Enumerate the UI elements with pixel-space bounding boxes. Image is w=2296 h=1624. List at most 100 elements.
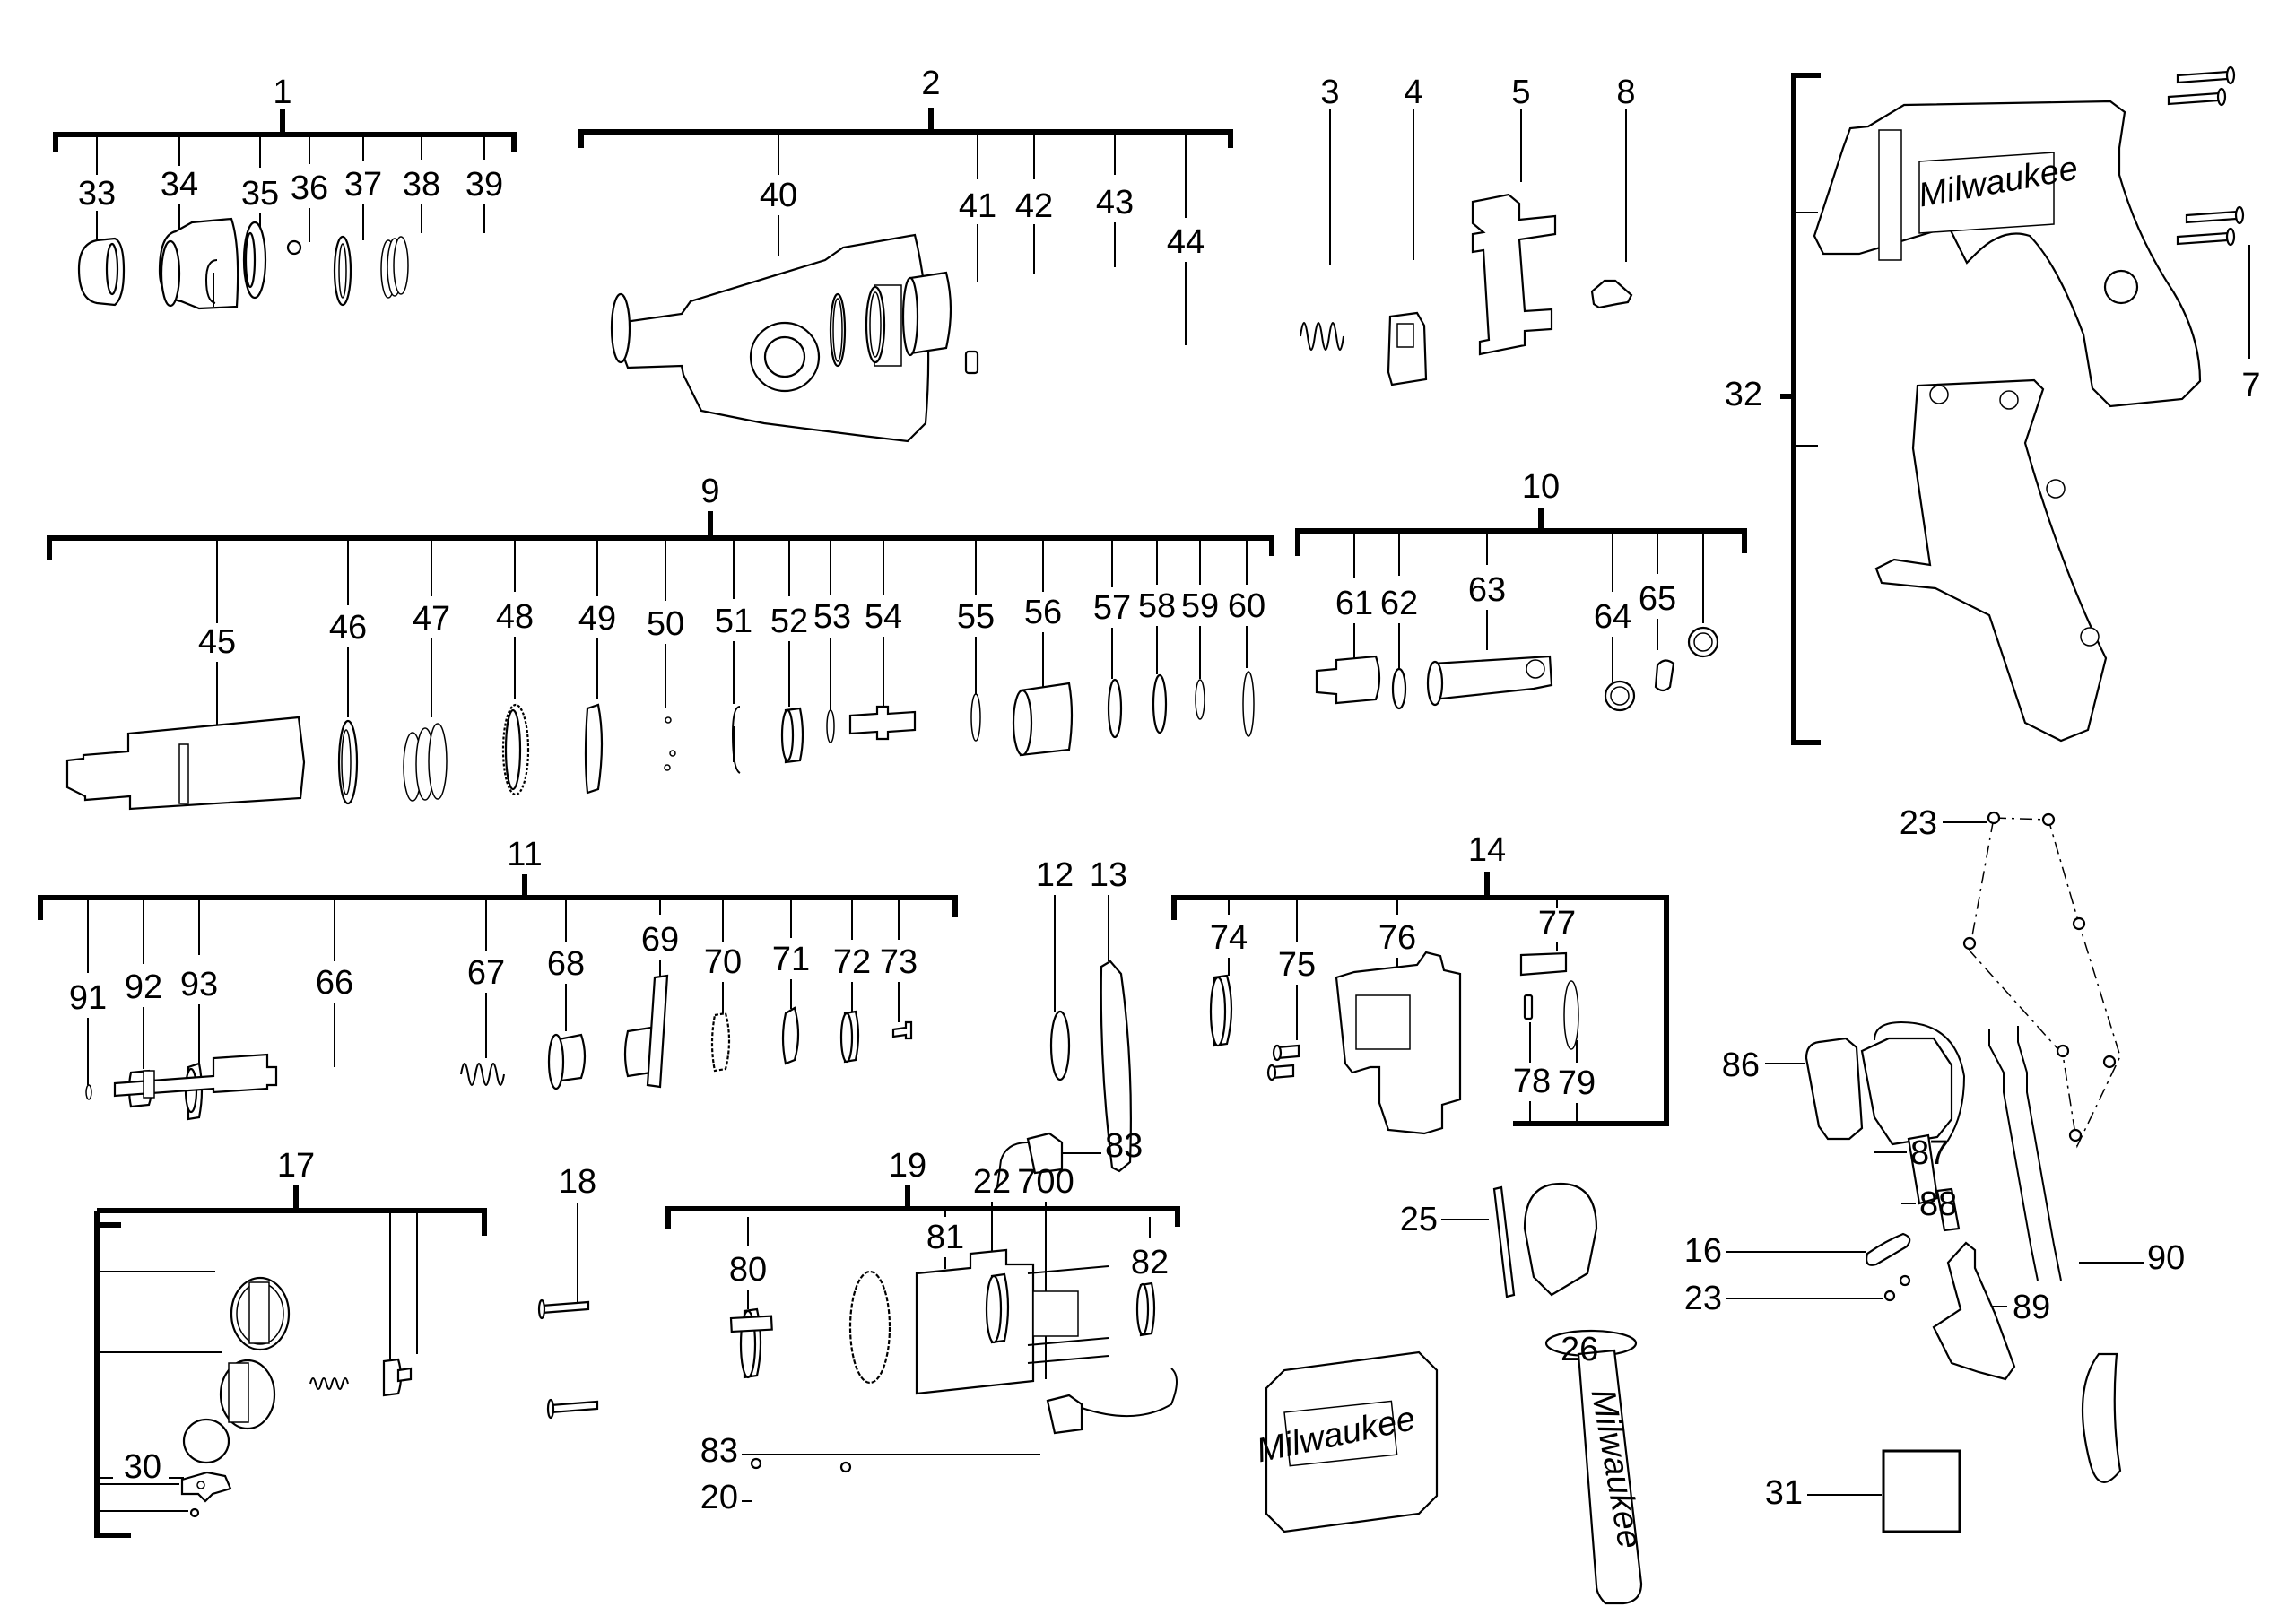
label-part-70[interactable]: 70 bbox=[704, 943, 742, 981]
part-56-sleeve[interactable] bbox=[1012, 682, 1074, 757]
part-88-sleeve[interactable] bbox=[1935, 1187, 1961, 1232]
part-17-screw[interactable] bbox=[189, 1507, 200, 1518]
part-8-latch[interactable] bbox=[1590, 279, 1633, 309]
part-47-spring[interactable] bbox=[403, 723, 448, 802]
label-part-74[interactable]: 74 bbox=[1210, 919, 1248, 957]
label-part-4[interactable]: 4 bbox=[1404, 74, 1422, 111]
label-part-68[interactable]: 68 bbox=[547, 945, 585, 983]
part-82-bearing[interactable] bbox=[1135, 1281, 1156, 1337]
part-20-screws[interactable] bbox=[750, 1457, 852, 1473]
part-74-bearing[interactable] bbox=[1209, 974, 1233, 1047]
part-69-wobble-bearing[interactable] bbox=[623, 974, 669, 1089]
label-part-49[interactable]: 49 bbox=[578, 600, 616, 638]
part-38-ring[interactable] bbox=[333, 235, 352, 307]
label-part-39[interactable]: 39 bbox=[465, 166, 503, 204]
part-32-housing-bottom[interactable] bbox=[1874, 378, 2108, 743]
label-part-8[interactable]: 8 bbox=[1616, 74, 1635, 111]
part-34-cone-sleeve[interactable] bbox=[158, 217, 239, 310]
part-77-felt[interactable] bbox=[1519, 951, 1568, 977]
label-part-42[interactable]: 42 bbox=[1015, 187, 1053, 225]
part-3-spring[interactable] bbox=[1300, 322, 1344, 351]
label-part-86[interactable]: 86 bbox=[1722, 1046, 1760, 1084]
part-39-spring[interactable] bbox=[380, 236, 409, 299]
part-70-gear[interactable] bbox=[710, 1012, 731, 1073]
part-64-washer[interactable] bbox=[1604, 680, 1636, 712]
part-60-o-ring[interactable] bbox=[1242, 671, 1255, 737]
label-part-66[interactable]: 66 bbox=[316, 964, 353, 1002]
part-89-cord-guard[interactable] bbox=[1932, 1241, 2016, 1381]
label-part-35[interactable]: 35 bbox=[241, 175, 279, 213]
label-part-36[interactable]: 36 bbox=[291, 169, 328, 207]
label-part-92[interactable]: 92 bbox=[125, 968, 162, 1006]
part-81-armature-field[interactable] bbox=[729, 1248, 1109, 1395]
label-part-81[interactable]: 81 bbox=[926, 1219, 964, 1256]
label-part-46[interactable]: 46 bbox=[329, 609, 367, 647]
part-67-spring[interactable] bbox=[460, 1063, 505, 1086]
part-26-side-handle[interactable]: Milwaukee bbox=[1523, 1182, 1648, 1605]
label-part-64[interactable]: 64 bbox=[1594, 598, 1631, 636]
part-90-cord[interactable] bbox=[1988, 1026, 2122, 1483]
part-13-gasket[interactable] bbox=[1100, 960, 1132, 1173]
part-91-o-ring[interactable] bbox=[85, 1084, 92, 1100]
label-part-55[interactable]: 55 bbox=[957, 598, 995, 636]
label-part-60[interactable]: 60 bbox=[1228, 587, 1265, 625]
part-16-cord-clamp[interactable] bbox=[1866, 1232, 1911, 1266]
part-65-pin[interactable] bbox=[1654, 659, 1675, 692]
part-66-shaft[interactable] bbox=[113, 1053, 278, 1099]
part-83-brush-holder-bottom[interactable] bbox=[1046, 1368, 1178, 1435]
label-part-7[interactable]: 7 bbox=[2241, 367, 2260, 404]
label-part-50[interactable]: 50 bbox=[647, 605, 684, 643]
part-79-o-ring[interactable] bbox=[1563, 980, 1579, 1050]
label-part-83-top[interactable]: 83 bbox=[1105, 1127, 1143, 1165]
part-68-clutch[interactable] bbox=[547, 1033, 587, 1090]
part-57-washer[interactable] bbox=[1107, 678, 1123, 739]
part-54-striker[interactable] bbox=[848, 705, 917, 741]
label-part-23-bottom[interactable]: 23 bbox=[1684, 1280, 1722, 1317]
part-37-ball[interactable] bbox=[286, 239, 302, 256]
part-10-washer-unlabeled[interactable] bbox=[1687, 626, 1719, 658]
label-part-43[interactable]: 43 bbox=[1096, 184, 1134, 221]
label-group-32[interactable]: 32 bbox=[1725, 376, 1762, 413]
label-part-56[interactable]: 56 bbox=[1024, 594, 1062, 631]
label-group-10[interactable]: 10 bbox=[1522, 468, 1560, 506]
part-4-slider[interactable] bbox=[1387, 311, 1428, 386]
label-part-54[interactable]: 54 bbox=[865, 598, 902, 636]
label-part-26[interactable]: 26 bbox=[1561, 1331, 1598, 1368]
label-part-22[interactable]: 22 bbox=[973, 1163, 1011, 1201]
label-group-17[interactable]: 17 bbox=[277, 1147, 315, 1185]
part-63-piston[interactable] bbox=[1426, 655, 1553, 707]
part-61-piston-head[interactable] bbox=[1315, 655, 1381, 705]
label-part-76[interactable]: 76 bbox=[1378, 919, 1416, 957]
label-group-11[interactable]: 11 bbox=[507, 836, 542, 873]
label-part-45[interactable]: 45 bbox=[198, 623, 236, 661]
label-part-82[interactable]: 82 bbox=[1131, 1244, 1169, 1281]
part-36-washer[interactable] bbox=[242, 221, 267, 300]
part-30-o-ring[interactable] bbox=[182, 1418, 230, 1464]
part-32-housing-top[interactable]: Milwaukee bbox=[1813, 100, 2202, 408]
label-part-69[interactable]: 69 bbox=[641, 921, 679, 959]
label-part-87[interactable]: 87 bbox=[1910, 1134, 1948, 1172]
part-700-carry-case[interactable]: Milwaukee bbox=[1253, 1350, 1439, 1533]
part-31-nameplate[interactable] bbox=[1882, 1449, 1961, 1533]
part-62-o-ring[interactable] bbox=[1391, 667, 1407, 710]
label-part-83-bottom[interactable]: 83 bbox=[700, 1432, 738, 1470]
label-part-71[interactable]: 71 bbox=[772, 941, 810, 978]
part-45-spindle-tube[interactable] bbox=[65, 716, 306, 811]
label-part-58[interactable]: 58 bbox=[1138, 587, 1176, 625]
part-44-pin[interactable] bbox=[964, 350, 979, 375]
label-group-9[interactable]: 9 bbox=[700, 473, 719, 510]
part-72-bearing[interactable] bbox=[839, 1010, 860, 1064]
label-group-19[interactable]: 19 bbox=[889, 1147, 926, 1185]
label-group-2[interactable]: 2 bbox=[921, 65, 940, 102]
part-78-pin[interactable] bbox=[1523, 994, 1534, 1020]
label-part-75[interactable]: 75 bbox=[1278, 946, 1316, 984]
label-part-93[interactable]: 93 bbox=[180, 966, 218, 1003]
label-group-14[interactable]: 14 bbox=[1468, 831, 1506, 869]
label-part-88[interactable]: 88 bbox=[1919, 1185, 1957, 1223]
label-part-51[interactable]: 51 bbox=[715, 603, 752, 640]
part-50-balls[interactable] bbox=[664, 716, 676, 771]
label-part-33[interactable]: 33 bbox=[78, 175, 116, 213]
label-part-23-top[interactable]: 23 bbox=[1900, 804, 1937, 842]
part-73-screw[interactable] bbox=[891, 1020, 913, 1040]
label-part-80[interactable]: 80 bbox=[729, 1251, 767, 1289]
